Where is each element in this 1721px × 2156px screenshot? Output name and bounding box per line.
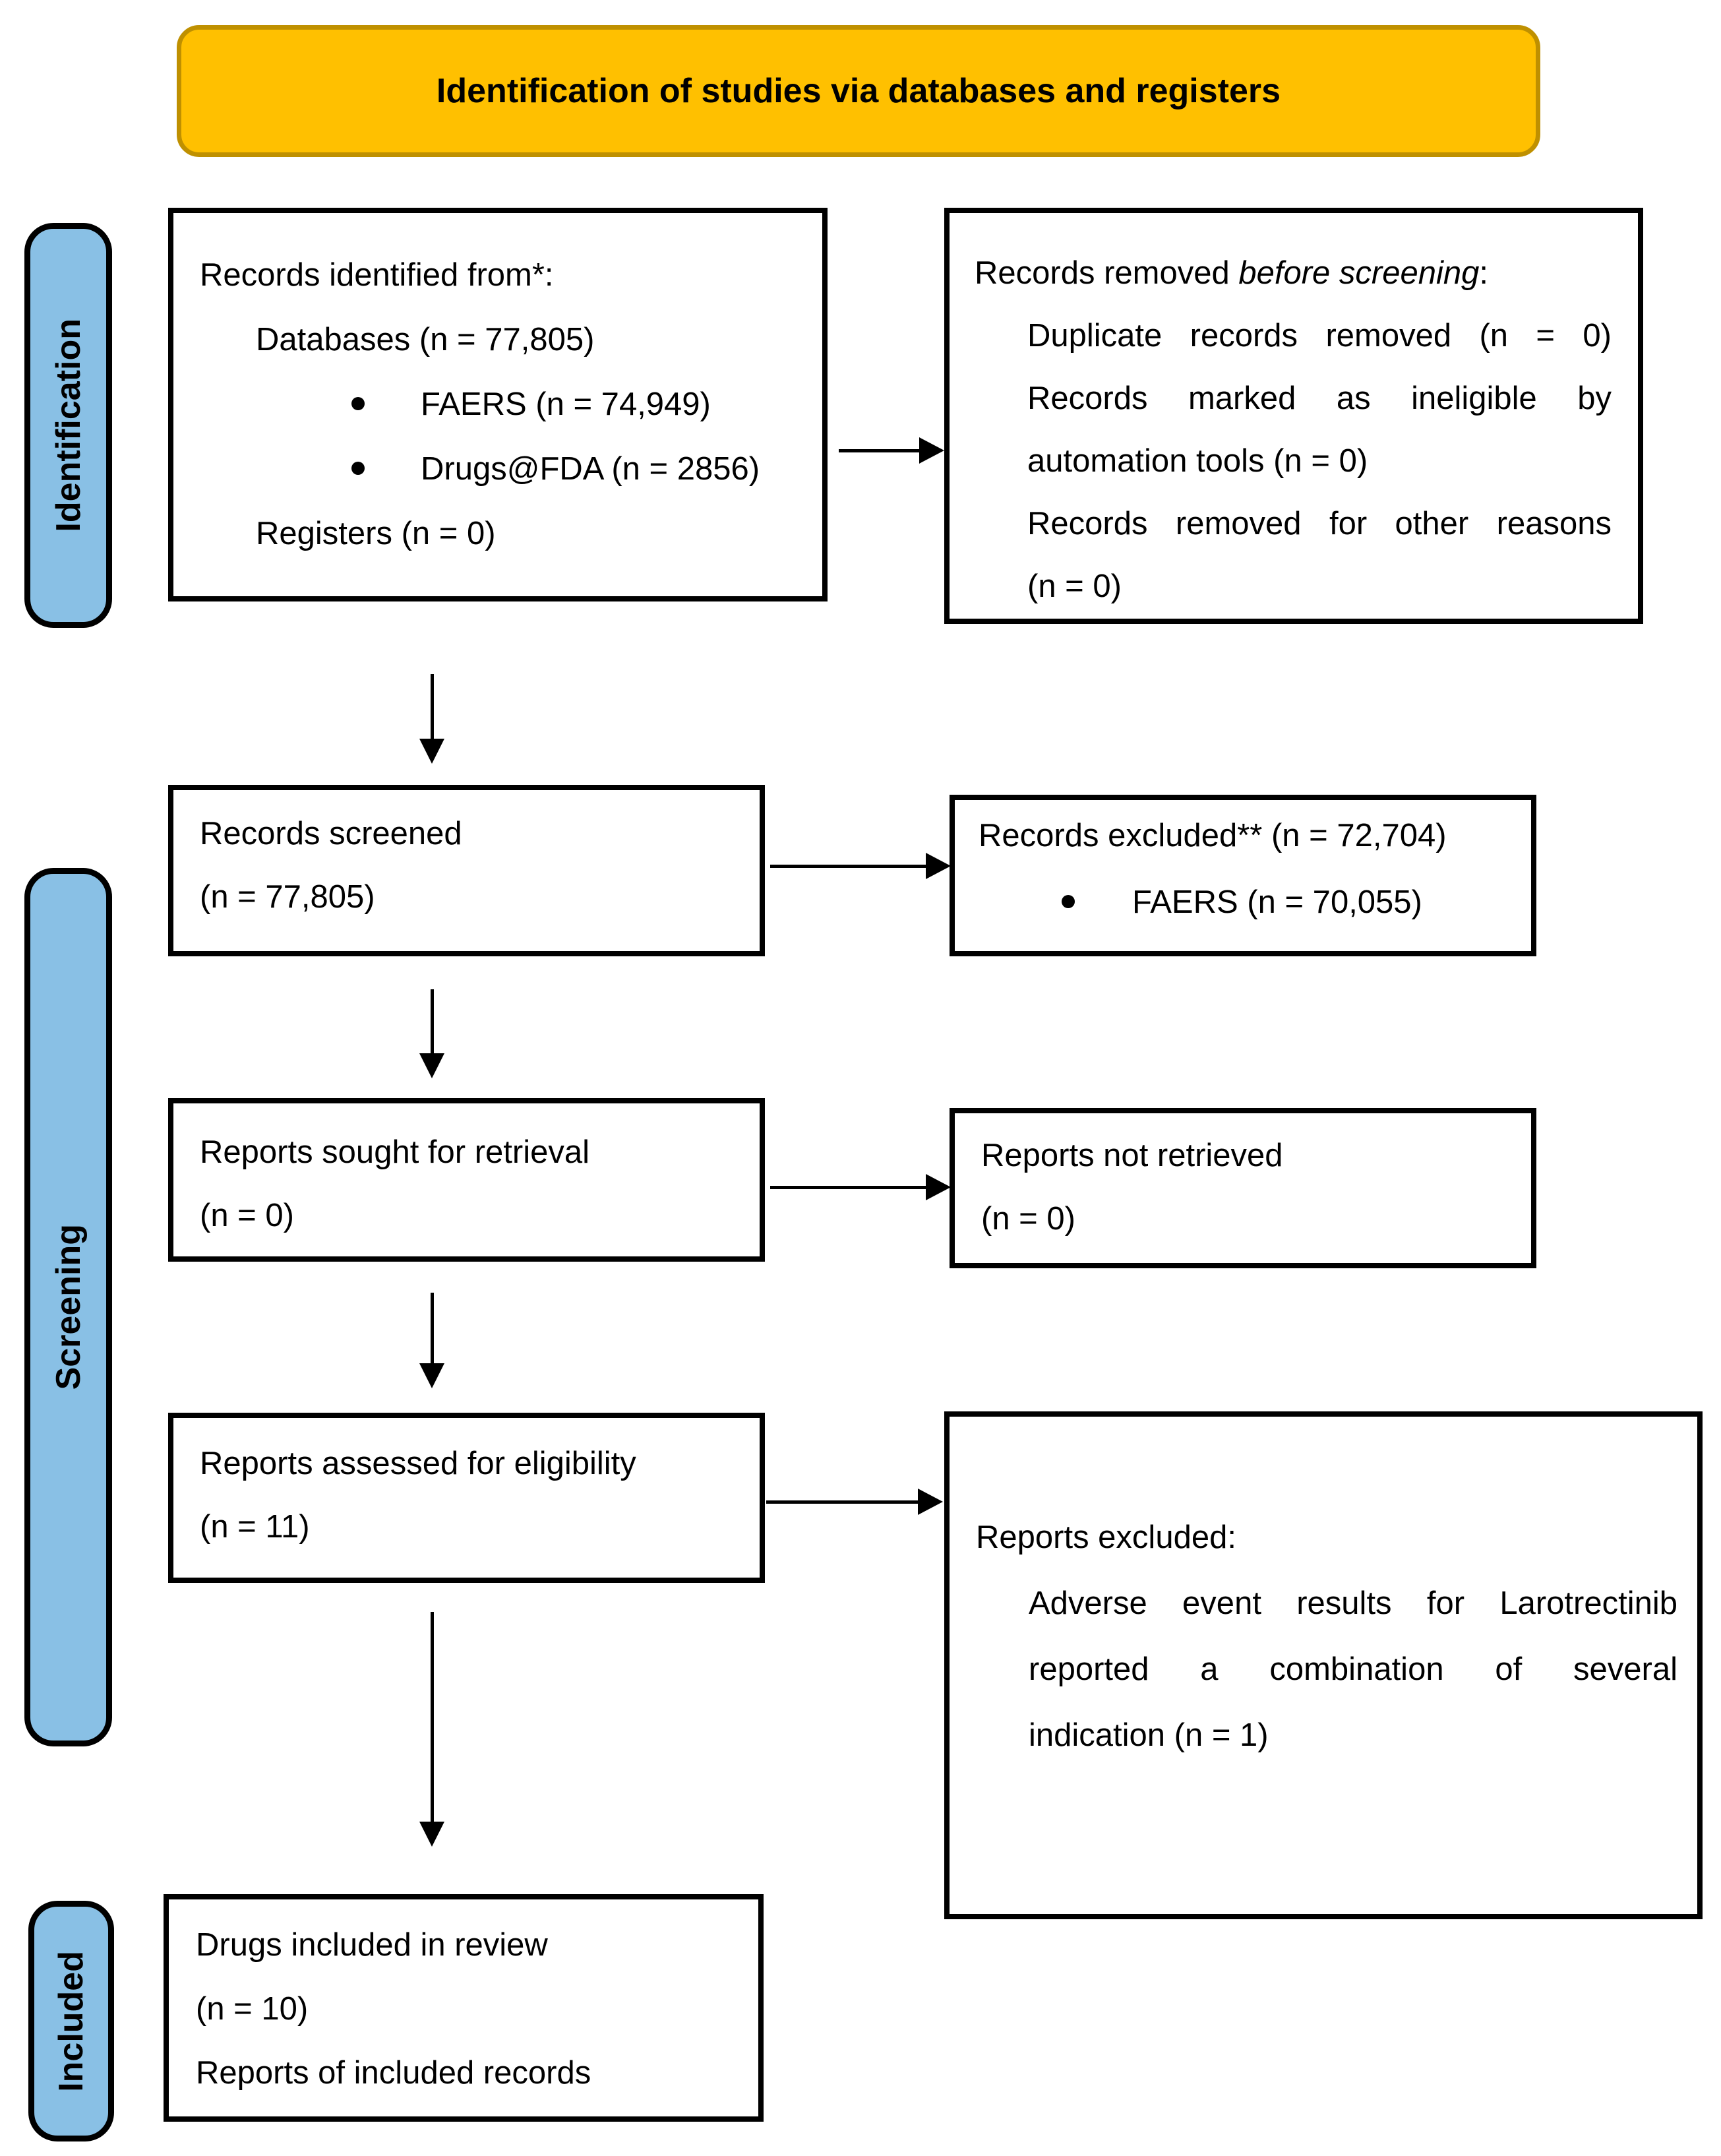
records-removed-title-italic: before screening	[1238, 255, 1480, 291]
box-records-removed: Records removed before screening: Duplic…	[944, 208, 1643, 624]
records-removed-duplicates: Duplicate records removed (n = 0)	[1027, 318, 1612, 354]
records-identified-title: Records identified from*:	[200, 257, 554, 293]
box-records-screened: Records screened (n = 77,805)	[168, 785, 765, 956]
records-removed-ineligible-2: automation tools (n = 0)	[1027, 443, 1368, 479]
reports-assessed-title: Reports assessed for eligibility	[200, 1446, 636, 1481]
bullet-icon	[1062, 895, 1075, 909]
reports-excluded-reason-2: reported a combination of several	[1029, 1651, 1677, 1687]
box-records-identified: Records identified from*: Databases (n =…	[168, 208, 828, 601]
reports-sought-title: Reports sought for retrieval	[200, 1134, 589, 1170]
records-removed-title: Records removed before screening:	[975, 255, 1488, 291]
box-records-excluded: Records excluded** (n = 72,704) FAERS (n…	[950, 795, 1536, 956]
records-removed-ineligible-1: Records marked as ineligible by	[1027, 381, 1612, 416]
records-screened-count: (n = 77,805)	[200, 879, 375, 915]
box-reports-sought: Reports sought for retrieval (n = 0)	[168, 1098, 765, 1262]
records-identified-bullet-faers: FAERS (n = 74,949)	[351, 372, 809, 437]
box-reports-not-retrieved: Reports not retrieved (n = 0)	[950, 1108, 1536, 1268]
records-screened-title: Records screened	[200, 816, 462, 851]
records-identified-databases: Databases (n = 77,805)	[256, 322, 595, 357]
reports-sought-count: (n = 0)	[200, 1198, 294, 1233]
reports-not-retrieved-title: Reports not retrieved	[981, 1138, 1283, 1173]
reports-assessed-count: (n = 11)	[200, 1509, 310, 1545]
records-removed-other-1: Records removed for other reasons	[1027, 506, 1612, 541]
diagram-title: Identification of studies via databases …	[436, 72, 1281, 110]
records-removed-other-2: (n = 0)	[1027, 569, 1122, 604]
included-title: Drugs included in review	[196, 1927, 548, 1963]
reports-excluded-title: Reports excluded:	[976, 1520, 1236, 1555]
records-identified-bullet-drugsfda: Drugs@FDA (n = 2856)	[351, 437, 809, 501]
box-drugs-included: Drugs included in review (n = 10) Report…	[164, 1894, 764, 2122]
bullet-icon	[351, 462, 365, 476]
records-excluded-title: Records excluded** (n = 72,704)	[979, 818, 1447, 853]
records-excluded-bullet-faers: FAERS (n = 70,055)	[1062, 869, 1525, 936]
reports-excluded-reason-3: indication (n = 1)	[1029, 1717, 1269, 1753]
stage-label-screening: Screening	[24, 868, 112, 1746]
bullet-icon	[351, 397, 365, 411]
stage-label-included: Included	[28, 1901, 114, 2141]
records-identified-registers: Registers (n = 0)	[256, 516, 496, 551]
box-reports-excluded: Reports excluded: Adverse event results …	[944, 1411, 1703, 1919]
stage-label-identification: Identification	[24, 223, 112, 628]
title-banner: Identification of studies via databases …	[177, 25, 1540, 157]
included-count: (n = 10)	[196, 1991, 309, 2027]
included-reports: Reports of included records	[196, 2055, 591, 2091]
box-reports-assessed: Reports assessed for eligibility (n = 11…	[168, 1413, 765, 1583]
reports-excluded-reason-1: Adverse event results for Larotrectinib	[1029, 1586, 1677, 1621]
reports-not-retrieved-count: (n = 0)	[981, 1201, 1075, 1237]
